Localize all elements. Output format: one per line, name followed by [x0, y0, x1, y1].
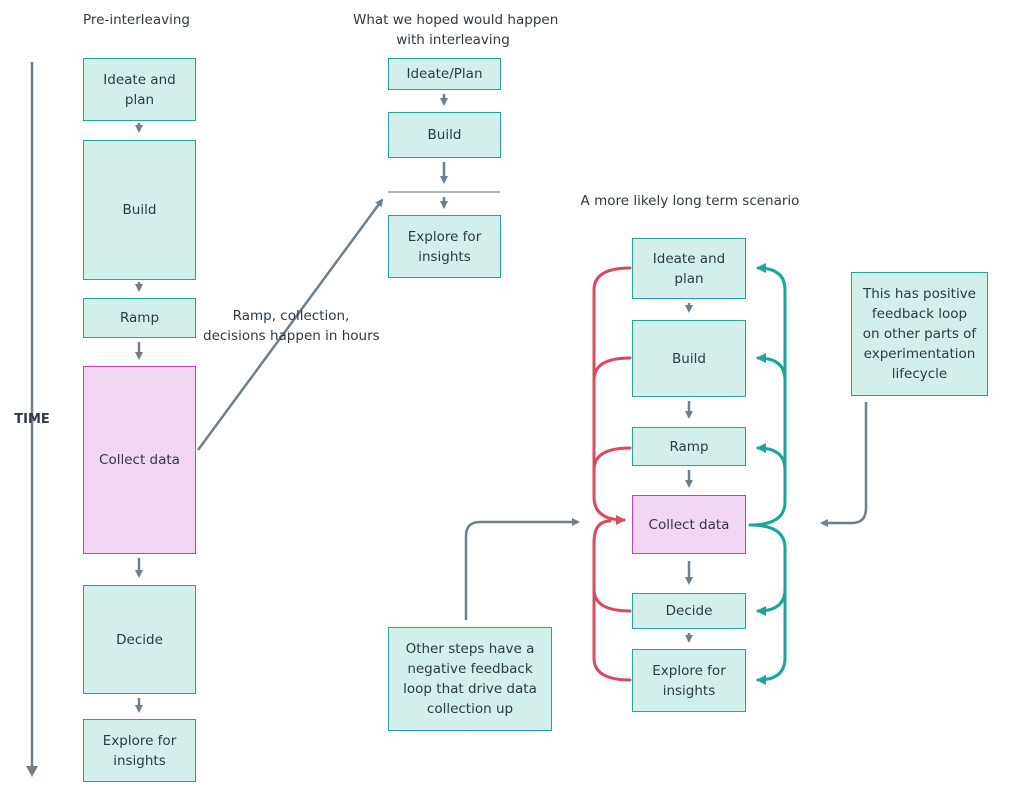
ramp-hours-line2: decisions happen in hours [203, 328, 380, 344]
pre-step-decide: Decide [83, 585, 196, 694]
ramp-hours-line1: Ramp, collection, [232, 308, 350, 324]
diagonal-arrow [196, 198, 384, 451]
pre-step-decide-label: Decide [116, 631, 163, 648]
pre-step-build-label: Build [122, 202, 157, 218]
hoped-step-build-label: Build [427, 127, 462, 143]
pre-step-ideate: Ideate and plan [83, 58, 196, 121]
pre-step-explore-label: Explore for insights [102, 732, 177, 769]
pre-step-explore: Explore for insights [83, 719, 196, 782]
hoped-step-ideate: Ideate/Plan [388, 58, 501, 90]
pre-step-collect-data-label: Collect data [99, 452, 180, 468]
likely-step-build: Build [632, 320, 746, 397]
negative-feedback-loop [592, 266, 632, 682]
negative-note-arrow [464, 518, 580, 620]
likely-step-ideate-label: Ideate and plan [652, 250, 726, 287]
pre-step-ideate-label: Ideate and plan [103, 71, 176, 108]
likely-step-decide-label: Decide [665, 603, 713, 619]
likely-step-collect-data-label: Collect data [648, 516, 730, 533]
likely-step-ramp-label: Ramp [669, 438, 709, 455]
time-axis [26, 62, 38, 777]
title-likely-scenario: A more likely long term scenario [580, 193, 800, 209]
hoped-step-explore: Explore for insights [388, 215, 501, 278]
pre-step-build: Build [83, 140, 196, 280]
positive-feedback-loop [748, 263, 787, 685]
title-pre-interleaving: Pre-interleaving [83, 12, 190, 28]
likely-step-ideate: Ideate and plan [632, 238, 746, 299]
likely-step-explore: Explore for insights [632, 649, 746, 712]
likely-step-collect-data: Collect data [632, 495, 746, 554]
hoped-step-ideate-label: Ideate/Plan [406, 66, 483, 82]
positive-feedback-note-text: This has positive feedback loop on other… [862, 286, 977, 382]
pre-step-collect-data: Collect data [83, 366, 196, 554]
title-hoped-line1: What we hoped would happen [353, 12, 559, 28]
likely-step-ramp: Ramp [632, 427, 746, 466]
hoped-step-explore-label: Explore for insights [407, 228, 482, 265]
likely-step-explore-label: Explore for insights [652, 662, 726, 699]
positive-feedback-note: This has positive feedback loop on other… [851, 272, 988, 396]
negative-feedback-note-text: Other steps have a negative feedback loo… [403, 641, 537, 717]
title-hoped-line2: with interleaving [396, 32, 510, 48]
pre-step-ramp-label: Ramp [119, 310, 160, 326]
positive-note-arrow [820, 402, 868, 527]
hoped-step-build: Build [388, 112, 501, 158]
pre-step-ramp: Ramp [83, 298, 196, 338]
negative-feedback-note: Other steps have a negative feedback loo… [388, 627, 552, 731]
likely-step-decide: Decide [632, 593, 746, 629]
likely-step-build-label: Build [672, 350, 706, 367]
time-label: TIME [14, 412, 50, 427]
